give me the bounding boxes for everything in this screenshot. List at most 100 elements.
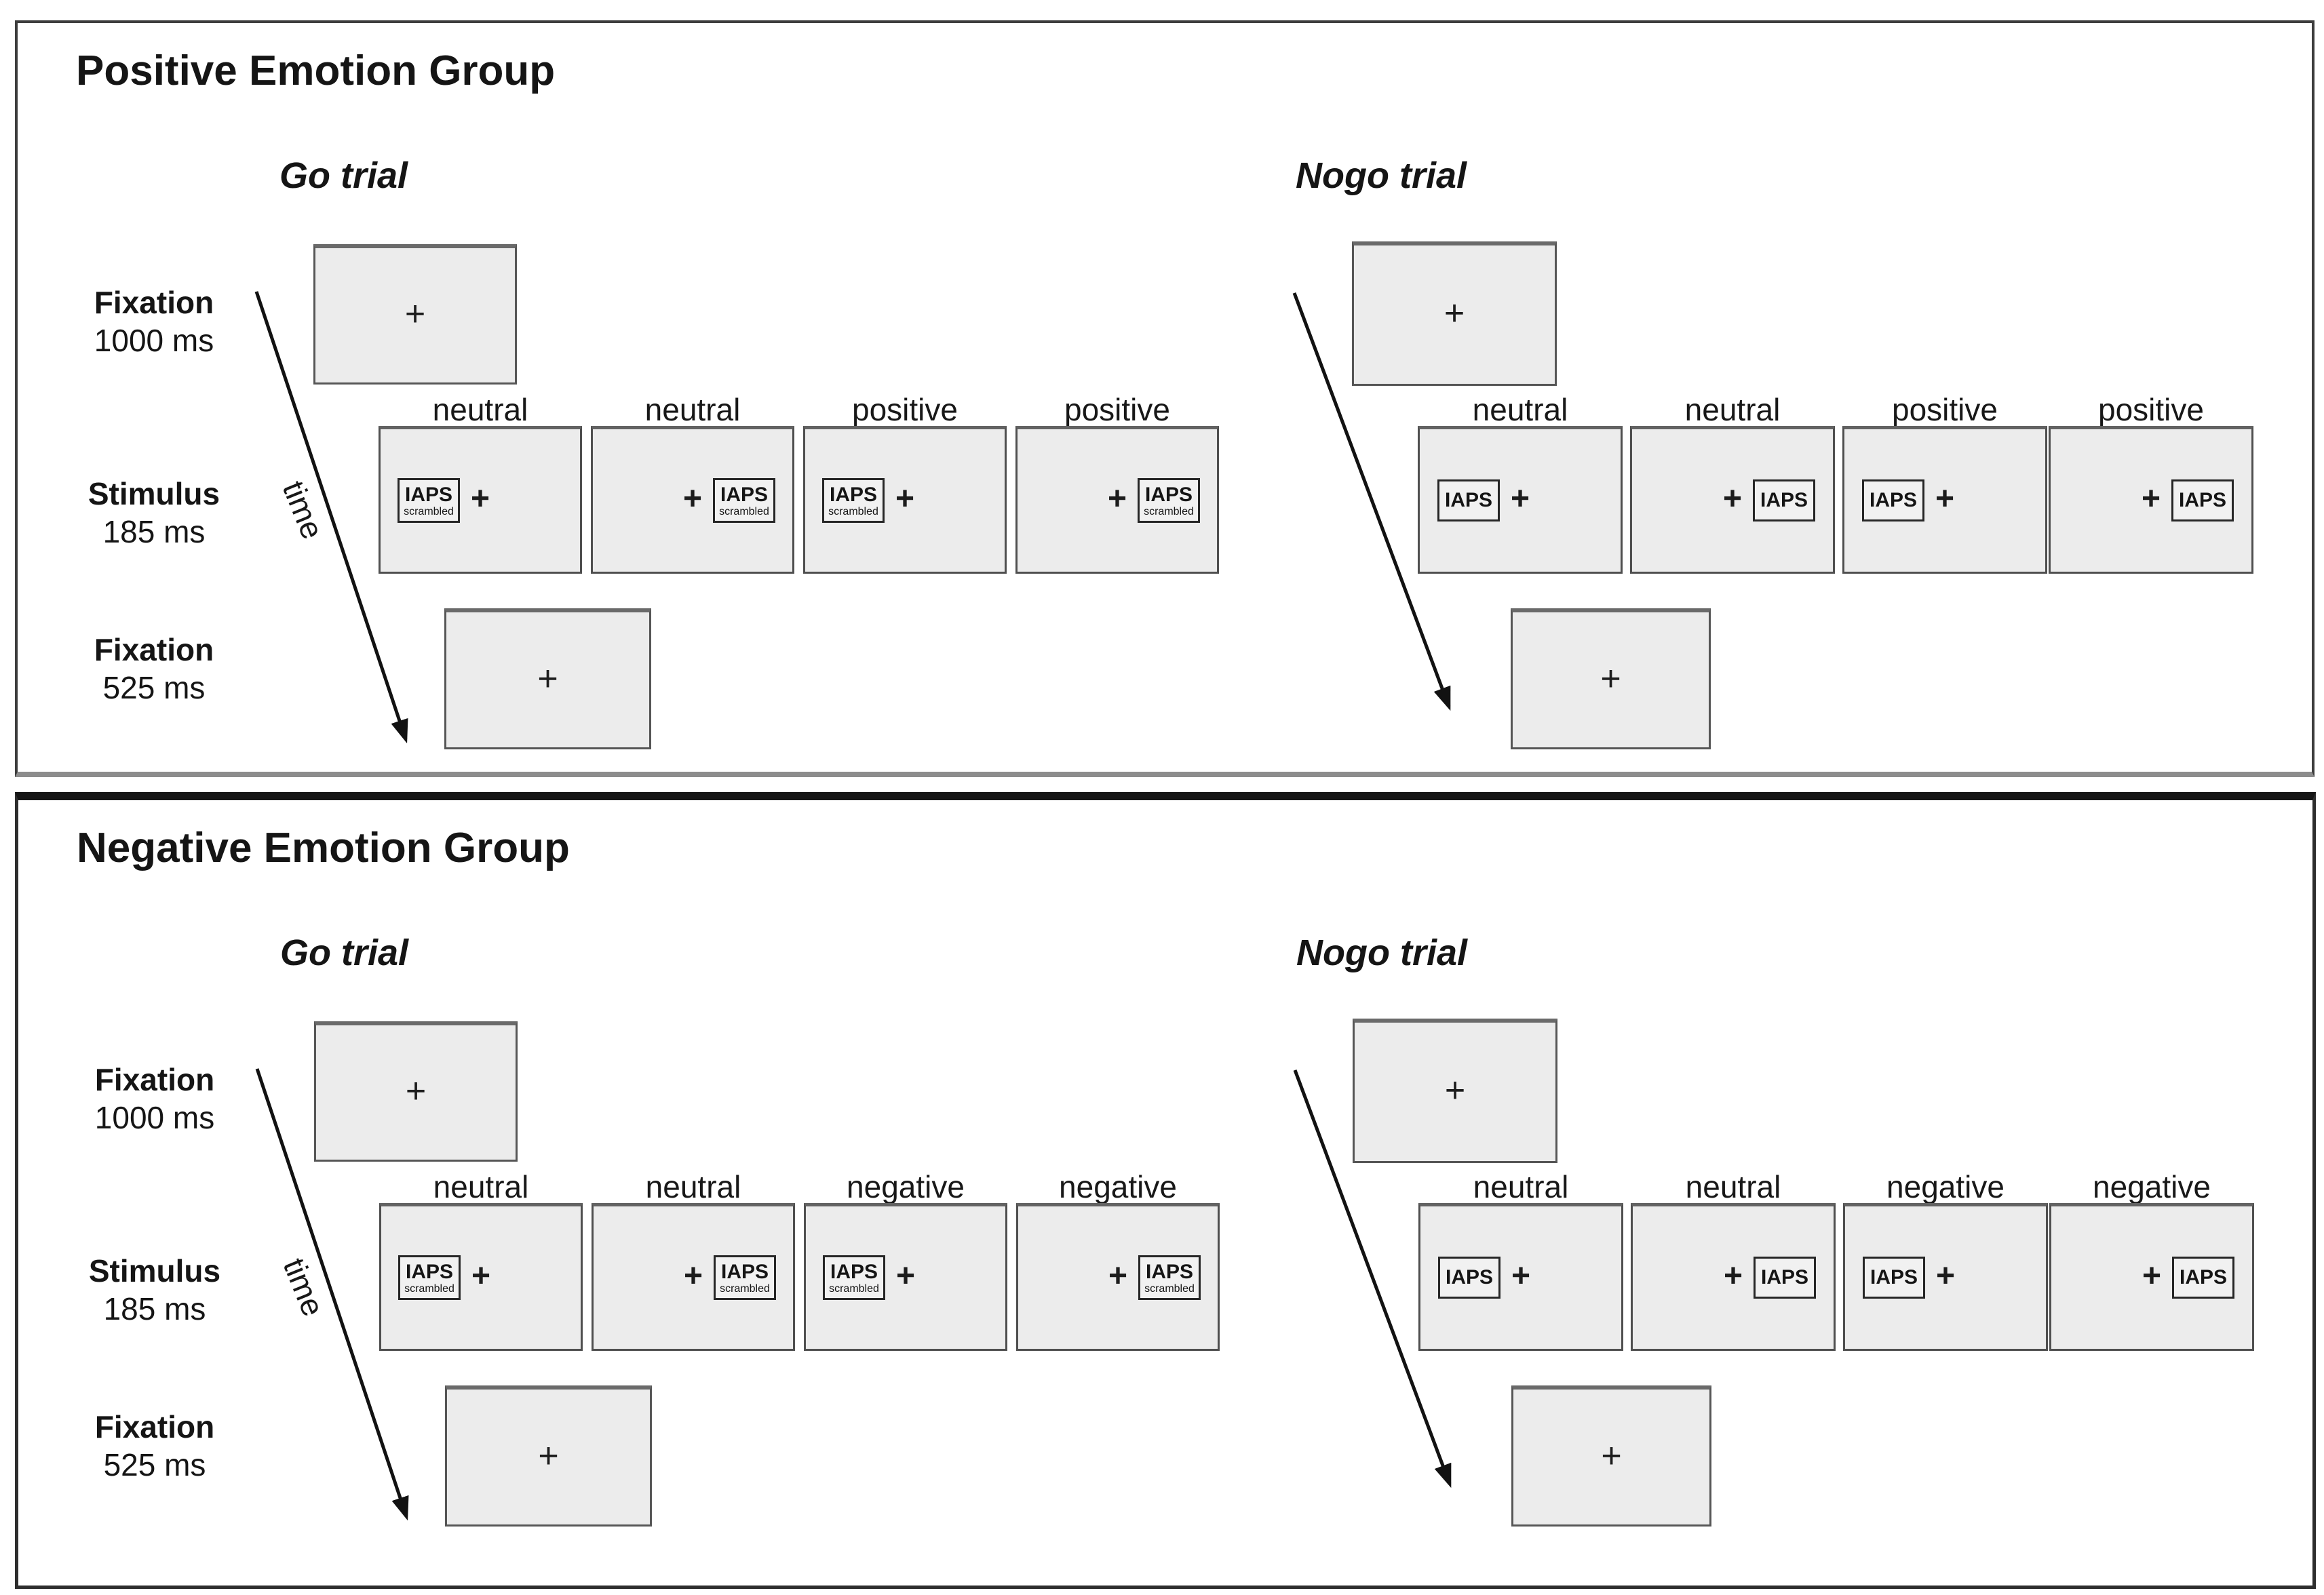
time-axis-label: time [275,475,331,545]
stimulus-screen: IAPS + [1843,1203,2048,1351]
fixation-cross: + [2141,480,2161,517]
stimulus-valence-label: negative [847,1169,965,1204]
stimulus-screen: IAPS scrambled + [804,1203,1007,1351]
fixation-screen: + [1352,241,1557,386]
fixation-cross: + [1510,480,1530,517]
phase-name: Stimulus [88,1253,221,1288]
stimulus-valence-label: neutral [1684,392,1781,427]
fixation-cross: + [538,1436,559,1476]
iaps-scrambled-thumbnail: IAPS scrambled [398,478,460,523]
stimulus-valence-label: neutral [644,392,741,427]
fixation-screen: + [444,608,651,749]
phase-duration: 185 ms [102,514,206,549]
stimulus-valence-label: neutral [1473,1169,1569,1204]
iaps-thumbnail: IAPS [1863,1257,1925,1299]
fixation-cross: + [1600,658,1621,698]
fixation-cross: + [1935,1257,1956,1294]
fixation-screen: + [445,1385,652,1527]
stimulus-screen: IAPS scrambled + [379,1203,583,1351]
fixation-cross: + [895,480,915,517]
stimulus-valence-label: neutral [1472,392,1568,427]
stimulus-screen: IAPS + [2049,1203,2254,1351]
stimulus-item: negative IAPS + [1843,1170,2048,1351]
iaps-thumbnail: IAPS [1754,1257,1816,1299]
iaps-thumbnail: IAPS [1437,479,1500,521]
panel-negative-emotion-group: Negative Emotion Group Fixation 1000 ms … [15,792,2316,1589]
fixation-cross: + [1935,480,1955,517]
fixation-cross: + [2142,1257,2162,1294]
fixation-cross: + [537,658,558,698]
nogo-trial-title: Nogo trial [1296,932,1467,973]
stimulus-valence-label: positive [852,392,958,427]
panel-positive-emotion-group: Positive Emotion Group Fixation 1000 ms … [15,20,2315,777]
fixation-cross: + [1444,1070,1466,1110]
stimulus-valence-label: negative [1059,1169,1177,1204]
phase-name: Fixation [94,632,214,667]
stimulus-item: neutral IAPS + [1418,393,1623,574]
iaps-thumbnail: IAPS [2172,1257,2234,1299]
stimulus-item: neutral IAPS scrambled + [592,1170,795,1351]
stimulus-item: positive IAPS + [1842,393,2047,574]
fixation-cross: + [1722,480,1743,517]
fixation-cross: + [1444,293,1465,333]
phase-label-fixation-525ms: Fixation 525 ms [56,1408,253,1484]
stimulus-screen: IAPS + [1418,426,1623,574]
phase-name: Fixation [94,1062,215,1097]
stimulus-item: neutral IAPS scrambled + [379,393,582,574]
fixation-cross: + [404,294,426,334]
panel-title: Positive Emotion Group [76,47,556,94]
phase-duration: 185 ms [103,1291,206,1326]
panel-title: Negative Emotion Group [77,825,570,871]
stimulus-screen: IAPS scrambled + [803,426,1007,574]
phase-label-stimulus-185ms: Stimulus 185 ms [56,475,252,551]
iaps-scrambled-thumbnail: IAPS scrambled [713,478,775,523]
stimulus-screen: IAPS + [1631,1203,1836,1351]
fixation-screen: + [1511,1385,1711,1527]
fixation-cross: + [683,1257,703,1294]
fixation-cross: + [1601,1436,1622,1476]
stimulus-valence-label: positive [1064,392,1170,427]
stimulus-item: negative IAPS scrambled + [1016,1170,1220,1351]
stimulus-screen: IAPS + [1842,426,2047,574]
stimulus-item: positive IAPS scrambled + [1015,393,1219,574]
stimulus-screen: IAPS scrambled + [1016,1203,1220,1351]
phase-duration: 525 ms [103,1447,206,1482]
stimulus-item: neutral IAPS + [1630,393,1835,574]
fixation-cross: + [682,480,703,517]
phase-duration: 1000 ms [94,323,214,358]
iaps-thumbnail: IAPS [1753,479,1815,521]
stimulus-valence-label: neutral [432,392,528,427]
iaps-scrambled-thumbnail: IAPS scrambled [822,478,885,523]
stimulus-item: neutral IAPS scrambled + [591,393,794,574]
iaps-scrambled-thumbnail: IAPS scrambled [1138,478,1200,523]
fixation-screen: + [313,244,517,385]
fixation-screen: + [1511,608,1711,749]
stimulus-screen: IAPS + [2049,426,2253,574]
stimulus-valence-label: neutral [433,1169,529,1204]
phase-name: Stimulus [88,476,220,511]
stimulus-screen: IAPS scrambled + [592,1203,795,1351]
fixation-screen: + [1353,1019,1557,1163]
stimulus-valence-label: neutral [645,1169,741,1204]
phase-label-stimulus-185ms: Stimulus 185 ms [56,1252,253,1328]
stimulus-item: negative IAPS scrambled + [804,1170,1007,1351]
iaps-scrambled-thumbnail: IAPS scrambled [823,1255,885,1300]
iaps-thumbnail: IAPS [2171,479,2234,521]
stimulus-screen: IAPS scrambled + [379,426,582,574]
stimulus-item: neutral IAPS scrambled + [379,1170,583,1351]
iaps-thumbnail: IAPS [1862,479,1924,521]
fixation-cross: + [1107,480,1127,517]
stimulus-valence-label: neutral [1685,1169,1781,1204]
stimulus-item: positive IAPS + [2049,393,2253,574]
phase-name: Fixation [94,1409,215,1444]
fixation-cross: + [1108,1257,1128,1294]
stimulus-item: positive IAPS scrambled + [803,393,1007,574]
phase-name: Fixation [94,285,214,320]
fixation-cross: + [1511,1257,1531,1294]
fixation-cross: + [470,480,490,517]
stimulus-valence-label: negative [2093,1169,2211,1204]
stimulus-item: negative IAPS + [2049,1170,2254,1351]
stimulus-screen: IAPS scrambled + [591,426,794,574]
fixation-cross: + [1723,1257,1743,1294]
